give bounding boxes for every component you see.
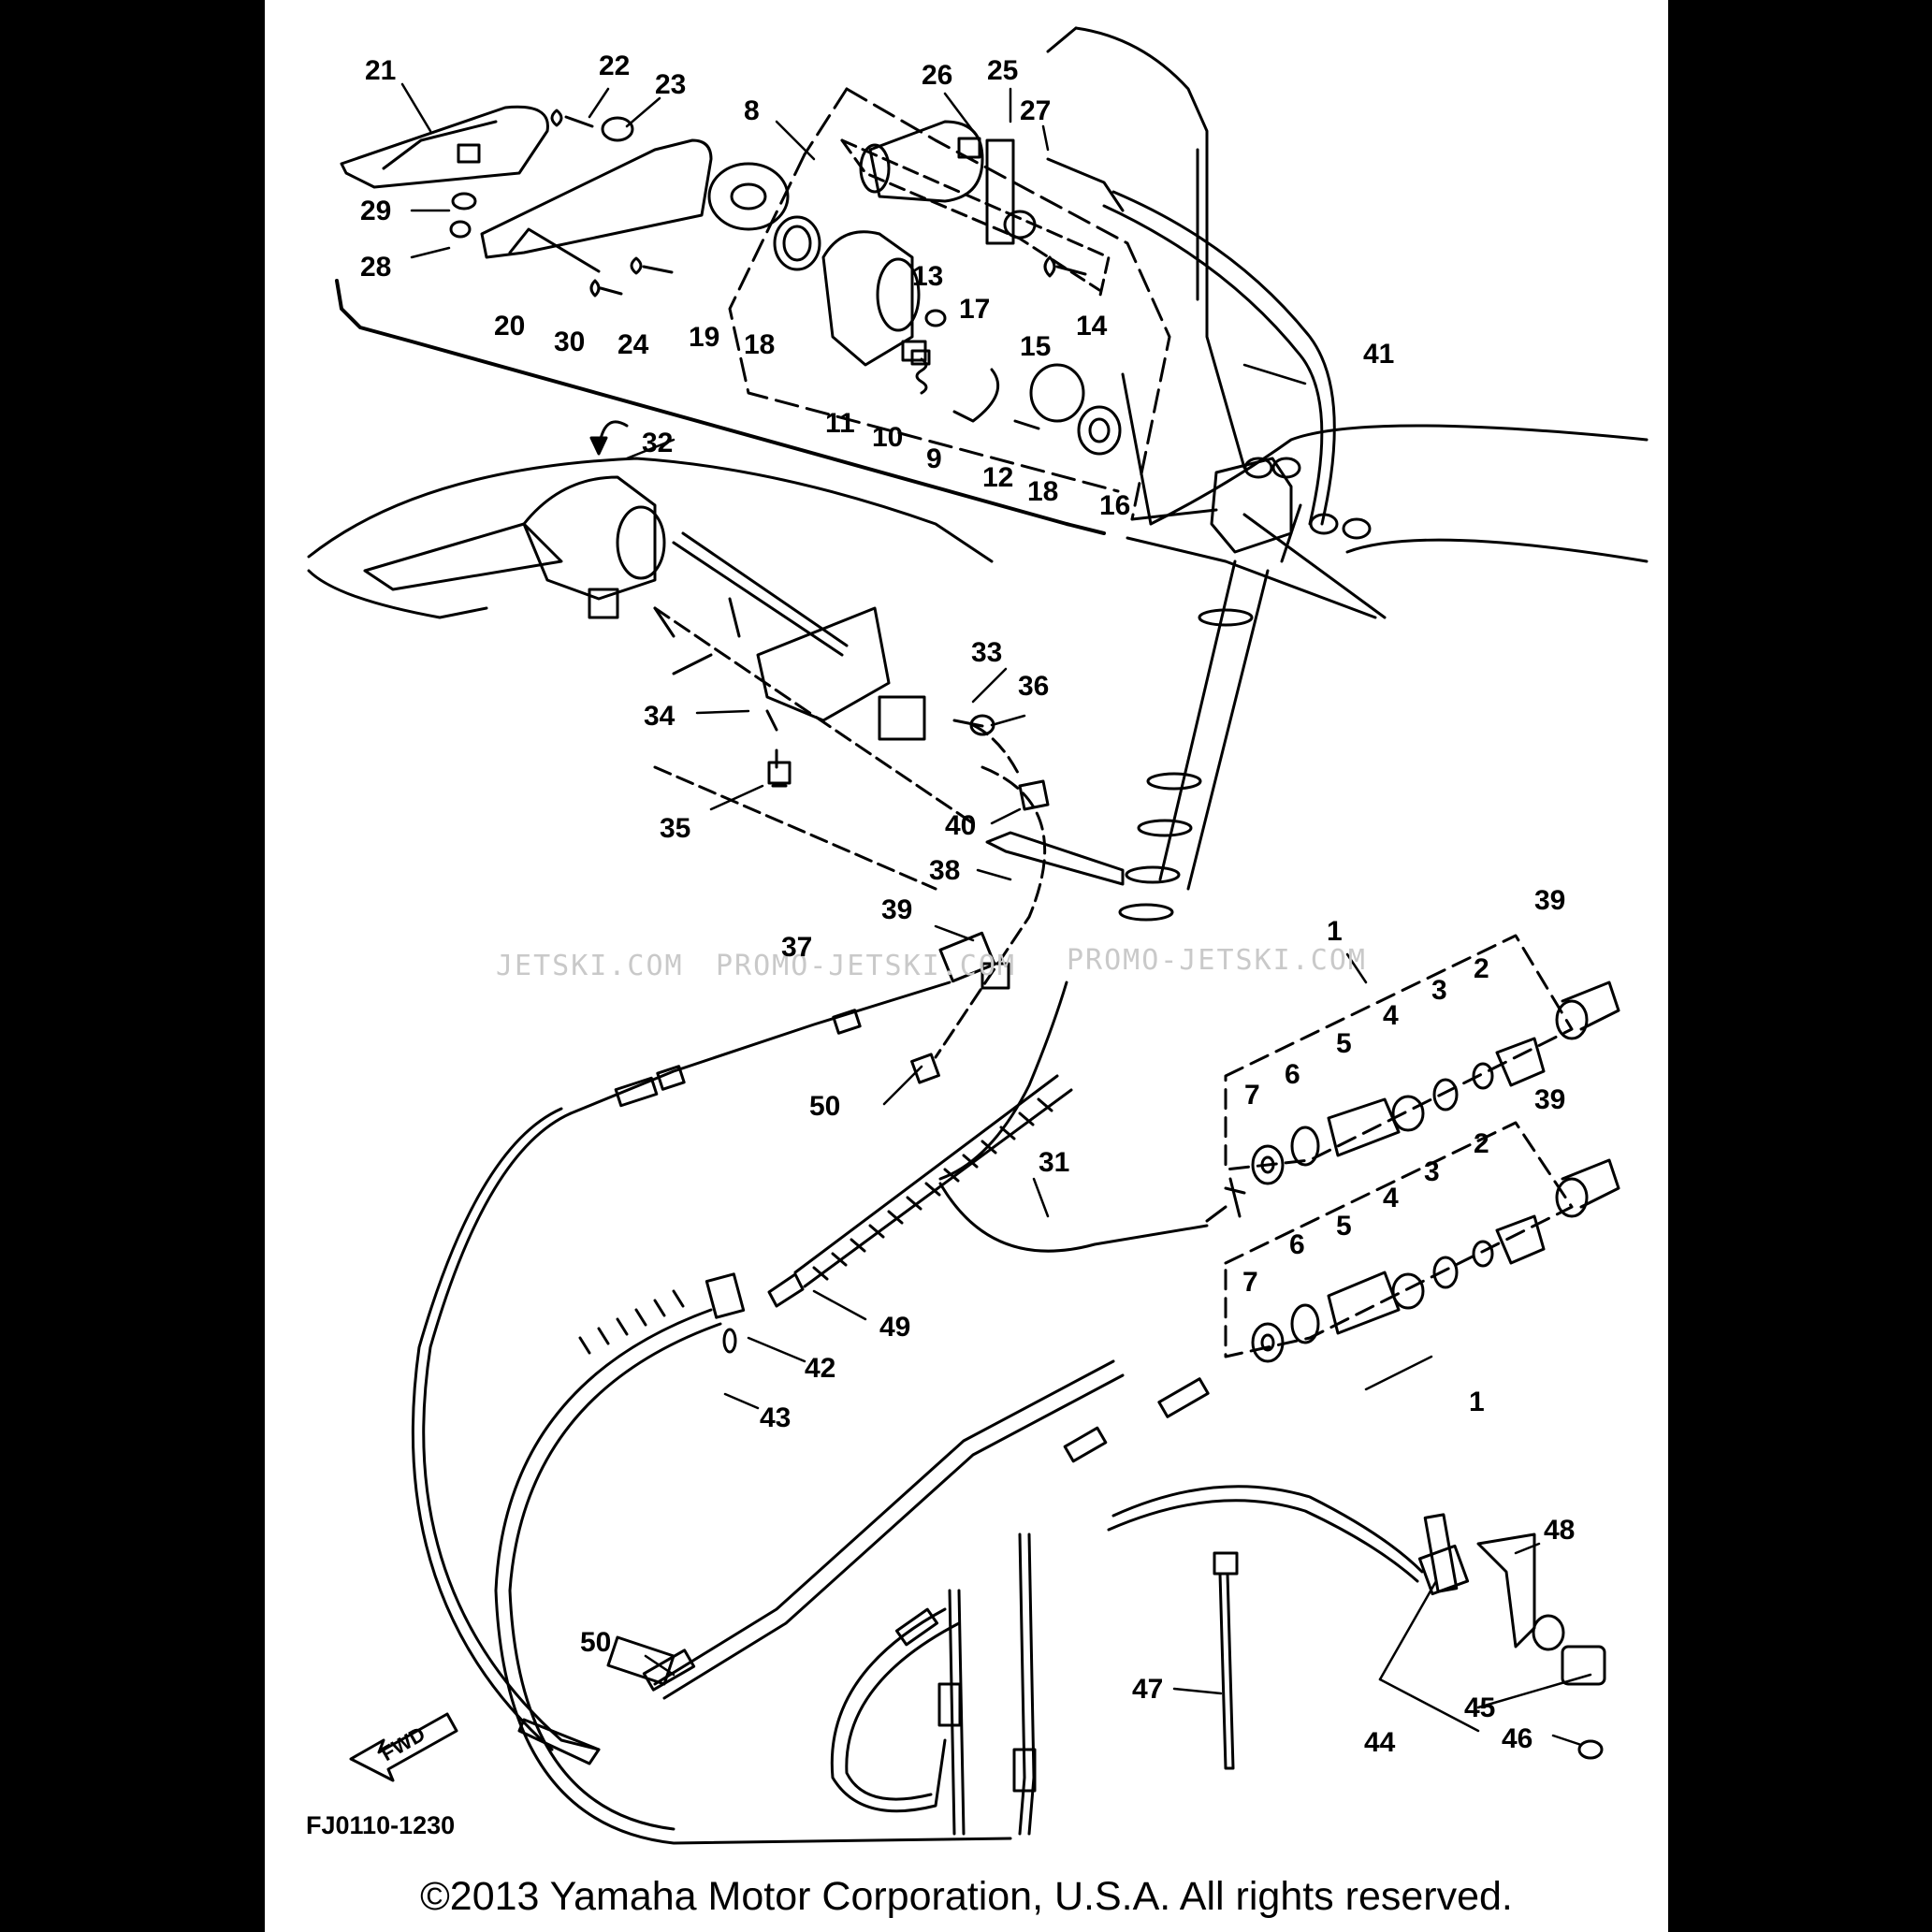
callout-39c: 39 [1534, 1084, 1565, 1115]
callout-21: 21 [365, 55, 396, 86]
callout-4b: 4 [1383, 1183, 1399, 1213]
callout-3a: 3 [1431, 975, 1447, 1006]
callout-36: 36 [1018, 671, 1049, 702]
callout-44: 44 [1364, 1727, 1396, 1758]
callout-6a: 6 [1285, 1059, 1300, 1090]
callout-4a: 4 [1383, 1000, 1399, 1031]
callout-labels: 21 22 23 8 26 25 27 29 28 20 30 24 19 18… [360, 51, 1575, 1758]
callout-2b: 2 [1474, 1128, 1489, 1159]
callout-20: 20 [494, 311, 525, 341]
callout-27: 27 [1020, 95, 1051, 126]
callout-24: 24 [617, 329, 649, 360]
callout-19: 19 [689, 322, 719, 353]
callout-16: 16 [1099, 490, 1130, 521]
callout-33: 33 [971, 637, 1002, 668]
callout-41: 41 [1363, 339, 1394, 370]
watermark-1: JETSKI.COM [496, 950, 684, 982]
callout-28: 28 [360, 252, 391, 283]
hull-and-handlebar [309, 28, 1647, 920]
cable-fittings [616, 933, 1605, 1791]
callout-22: 22 [599, 51, 630, 81]
watermarks: JETSKI.COM PROMO-JETSKI.COM PROMO-JETSKI… [496, 944, 1367, 982]
diagram-sheet [265, 0, 1668, 1932]
drawing-code: FJ0110-1230 [306, 1811, 455, 1839]
fitting-group-upper [1226, 936, 1619, 1184]
cables [413, 192, 1422, 1843]
callout-23: 23 [655, 69, 686, 100]
callout-40: 40 [945, 810, 976, 841]
callout-15: 15 [1020, 331, 1051, 362]
callout-10: 10 [872, 422, 903, 453]
callout-13: 13 [912, 261, 943, 292]
callout-7a: 7 [1244, 1080, 1260, 1111]
callout-37: 37 [781, 932, 812, 963]
callout-7b: 7 [1242, 1267, 1258, 1298]
callout-29: 29 [360, 196, 391, 226]
callout-5b: 5 [1336, 1211, 1352, 1242]
callout-17: 17 [959, 294, 990, 325]
callout-6b: 6 [1289, 1229, 1305, 1260]
callout-26: 26 [922, 60, 952, 91]
callout-43: 43 [760, 1402, 791, 1433]
watermark-3: PROMO-JETSKI.COM [1067, 944, 1367, 977]
callout-25: 25 [987, 55, 1018, 86]
callout-3b: 3 [1424, 1156, 1440, 1187]
callout-18b: 18 [1027, 476, 1058, 507]
spiral-wrap [580, 1099, 1052, 1353]
callout-48: 48 [1544, 1515, 1575, 1546]
callout-12: 12 [982, 462, 1013, 493]
callout-32: 32 [642, 428, 673, 458]
leader-dashes [655, 608, 1045, 1057]
callout-34: 34 [644, 701, 675, 732]
callout-1b: 1 [1469, 1387, 1485, 1417]
callout-14: 14 [1076, 311, 1108, 341]
callout-35: 35 [660, 813, 690, 844]
callout-45: 45 [1464, 1692, 1495, 1723]
leader-lines [402, 84, 1591, 1745]
callout-31: 31 [1039, 1147, 1069, 1178]
copyright-notice: ©2013 Yamaha Motor Corporation, U.S.A. A… [420, 1874, 1513, 1919]
callout-2a: 2 [1474, 953, 1489, 984]
callout-1a: 1 [1327, 916, 1343, 947]
callout-47: 47 [1132, 1674, 1163, 1705]
callout-30: 30 [554, 327, 585, 357]
fwd-arrow-icon [351, 1714, 457, 1780]
callout-8: 8 [744, 95, 760, 126]
callout-42: 42 [805, 1353, 835, 1384]
callout-38: 38 [929, 855, 960, 886]
callout-39a: 39 [881, 894, 912, 925]
top-exploded-group [337, 89, 1169, 533]
callout-9: 9 [926, 443, 942, 474]
callout-50a: 50 [809, 1091, 840, 1122]
callout-46: 46 [1502, 1723, 1533, 1754]
watermark-2: PROMO-JETSKI.COM [716, 950, 1016, 982]
callout-11: 11 [825, 408, 855, 439]
callout-39b: 39 [1534, 885, 1565, 916]
callout-49: 49 [879, 1312, 910, 1343]
callout-18a: 18 [744, 329, 775, 360]
callout-50b: 50 [580, 1627, 611, 1658]
callout-5a: 5 [1336, 1028, 1352, 1059]
fitting-group-lower [1226, 1123, 1619, 1361]
